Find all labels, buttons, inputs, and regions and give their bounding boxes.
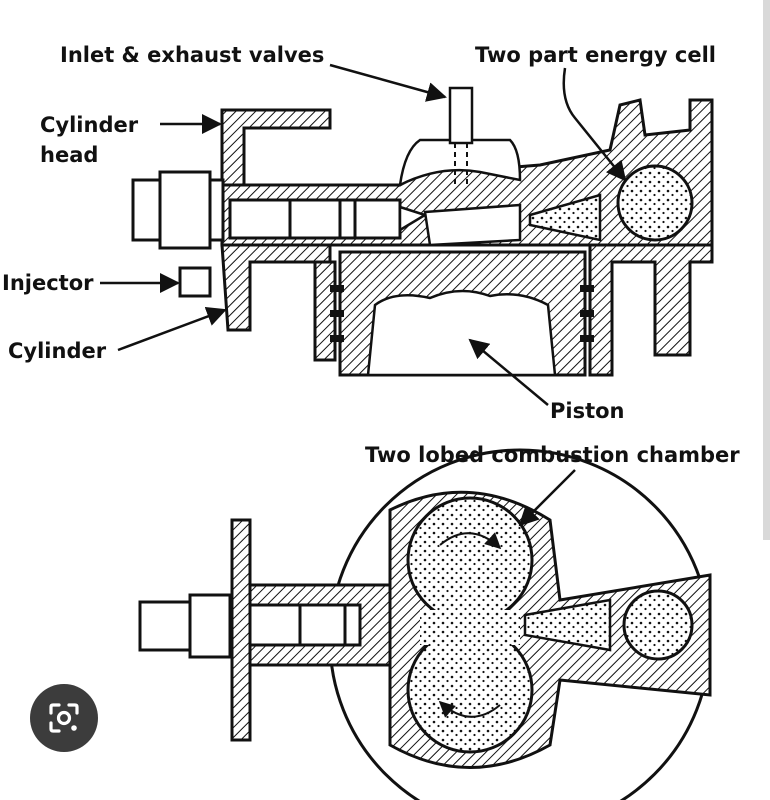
label-cylinder-head-2: head (40, 143, 98, 167)
label-injector: Injector (2, 271, 94, 295)
chamber-lobe-lower (406, 626, 534, 754)
energy-cell-neck (528, 193, 602, 242)
leader-lines (100, 63, 627, 527)
label-two-part-energy-cell: Two part energy cell (475, 43, 716, 67)
piston-crown-cavity (366, 289, 557, 377)
bottom-plan-view (138, 448, 712, 800)
label-cylinder: Cylinder (8, 339, 107, 363)
label-two-lobed-combustion-chamber: Two lobed combustion chamber (365, 443, 740, 467)
cylinder-block-left (220, 243, 332, 332)
top-section-view (131, 86, 714, 377)
valve-port (398, 138, 522, 188)
label-inlet-exhaust-valves: Inlet & exhaust valves (60, 43, 324, 67)
cylinder-block-right (588, 243, 714, 377)
scrollbar-track (763, 0, 770, 540)
combustion-passage (423, 203, 522, 247)
label-cylinder-head-1: Cylinder (40, 113, 139, 137)
cylinder-head-wall (220, 108, 332, 187)
chamber-lobe-upper (406, 496, 534, 624)
label-piston: Piston (550, 399, 625, 423)
injector-box (178, 266, 212, 298)
google-lens-button[interactable] (30, 684, 98, 752)
energy-cell-bulb (616, 164, 694, 242)
valve-stem (448, 86, 474, 145)
google-lens-icon (49, 703, 79, 733)
